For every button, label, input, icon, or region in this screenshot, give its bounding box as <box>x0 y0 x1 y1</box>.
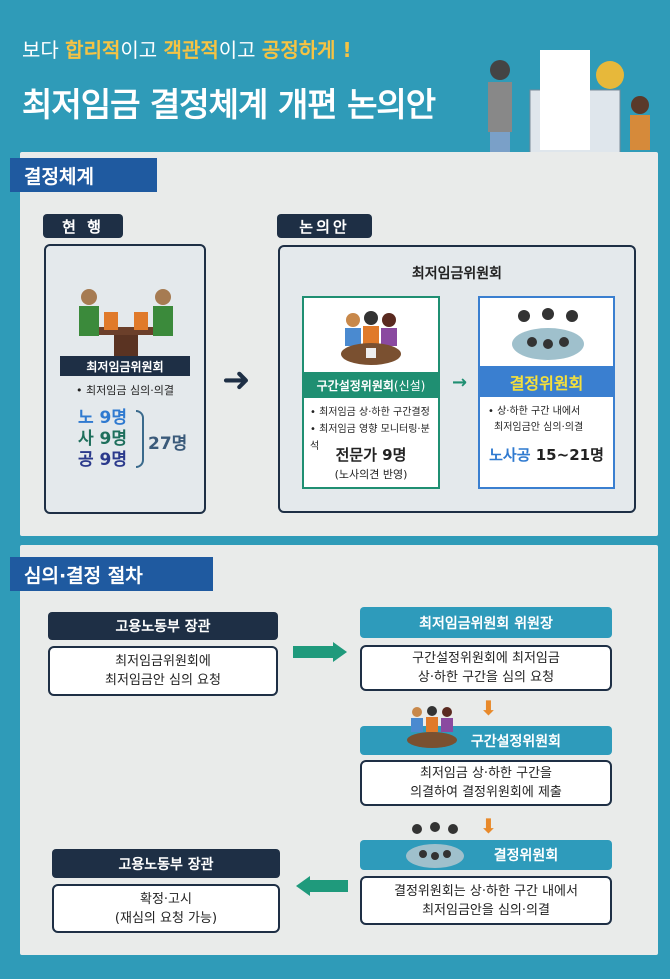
step-line: 구간설정위원회에 최저임금 <box>412 651 560 666</box>
total-count: 27명 <box>148 434 188 454</box>
range-bullet: • 최저임금 영향 모니터링·분석 <box>310 424 430 452</box>
labor-count: 노 9명 <box>78 408 128 428</box>
public-count: 공 9명 <box>78 450 128 470</box>
range-note: (노사의견 반영) <box>334 468 408 481</box>
current-bullet: • 최저임금 심의·의결 <box>76 384 174 397</box>
arrow-down-orange-icon: ⬇ <box>480 814 497 838</box>
decision-bullet: 최저임금안 심의·의결 <box>494 422 584 433</box>
illustration-people-laptop-icon <box>488 50 650 171</box>
range-committee-card: 구간설정위원회(신설) • 최저임금 상·하한 구간결정 • 최저임금 영향 모… <box>302 296 440 489</box>
range-committee-name: 구간설정위원회 <box>316 378 394 393</box>
step-line: 최저임금 상·하한 구간을 <box>420 766 552 781</box>
subtitle: 보다 합리적이고 객관적이고 공정하게 ! <box>22 38 352 62</box>
arrow-right-small-icon: → <box>452 372 468 393</box>
management-count: 사 9명 <box>78 429 128 449</box>
section-tab-decision-system: 결정체계 <box>10 158 157 192</box>
decision-committee-people-icon <box>512 308 584 360</box>
current-committee-label: 최저임금위원회 <box>60 356 190 376</box>
step2-header: 최저임금위원회 위원장 <box>360 607 612 638</box>
decision-members-prefix: 노사공 <box>489 446 531 464</box>
decision-committee-card: 결정위원회 • 상·하한 구간 내에서 최저임금안 심의·의결 노사공 15~2… <box>478 296 615 489</box>
range-members: 전문가 9명 <box>335 446 407 464</box>
step-line: 결정위원회는 상·하한 구간 내에서 <box>394 883 578 899</box>
page-title: 최저임금 결정체계 개편 논의안 <box>22 85 436 124</box>
step3-header: 구간설정위원회 <box>360 726 612 755</box>
step-line: (재심의 요청 가능) <box>114 910 218 926</box>
arrow-head <box>296 876 310 896</box>
decision-bullet: • 상·하한 구간 내에서 <box>488 406 581 417</box>
arrow-head <box>333 642 347 662</box>
meeting-table-icon <box>79 289 173 357</box>
step-line: 최저임금위원회에 <box>115 654 211 669</box>
range-committee-people-icon <box>341 311 401 365</box>
step1-header: 고용노동부 장관 <box>48 612 278 640</box>
current-label: 현 행 <box>43 214 123 238</box>
arrow-left-green-icon <box>310 880 348 892</box>
step-line: 최저임금안 심의 요청 <box>105 673 221 688</box>
section-tab-procedure: 심의·결정 절차 <box>10 557 213 591</box>
step5-header: 고용노동부 장관 <box>52 849 280 878</box>
step-line: 상·하한 구간을 심의 요청 <box>417 670 555 685</box>
step-line: 의결하여 결정위원회에 제출 <box>410 785 562 800</box>
arrow-right-icon: ➜ <box>222 360 251 400</box>
decision-members: 15~21명 <box>535 446 604 464</box>
proposal-title: 최저임금위원회 <box>411 266 503 282</box>
current-system-box: 최저임금위원회 • 최저임금 심의·의결 노 9명 사 9명 공 9명 27명 <box>44 244 206 514</box>
arrow-right-green-icon <box>293 646 333 658</box>
step5-body: 확정·고시 (재심의 요청 가능) <box>52 884 280 933</box>
decision-committee-small-icon <box>406 822 464 868</box>
bracket <box>136 410 144 468</box>
range-committee-small-icon <box>407 706 457 748</box>
range-committee-suffix: (신설) <box>393 378 426 393</box>
step-line: 최저임금안을 심의·의결 <box>422 902 550 918</box>
arrow-down-orange-icon: ⬇ <box>480 696 497 720</box>
range-bullet: • 최저임금 상·하한 구간결정 <box>310 407 430 418</box>
decision-committee-name: 결정위원회 <box>480 366 613 397</box>
step4-header: 결정위원회 <box>360 840 612 870</box>
proposal-label: 논의안 <box>277 214 372 238</box>
step-line: 확정·고시 <box>140 891 192 907</box>
